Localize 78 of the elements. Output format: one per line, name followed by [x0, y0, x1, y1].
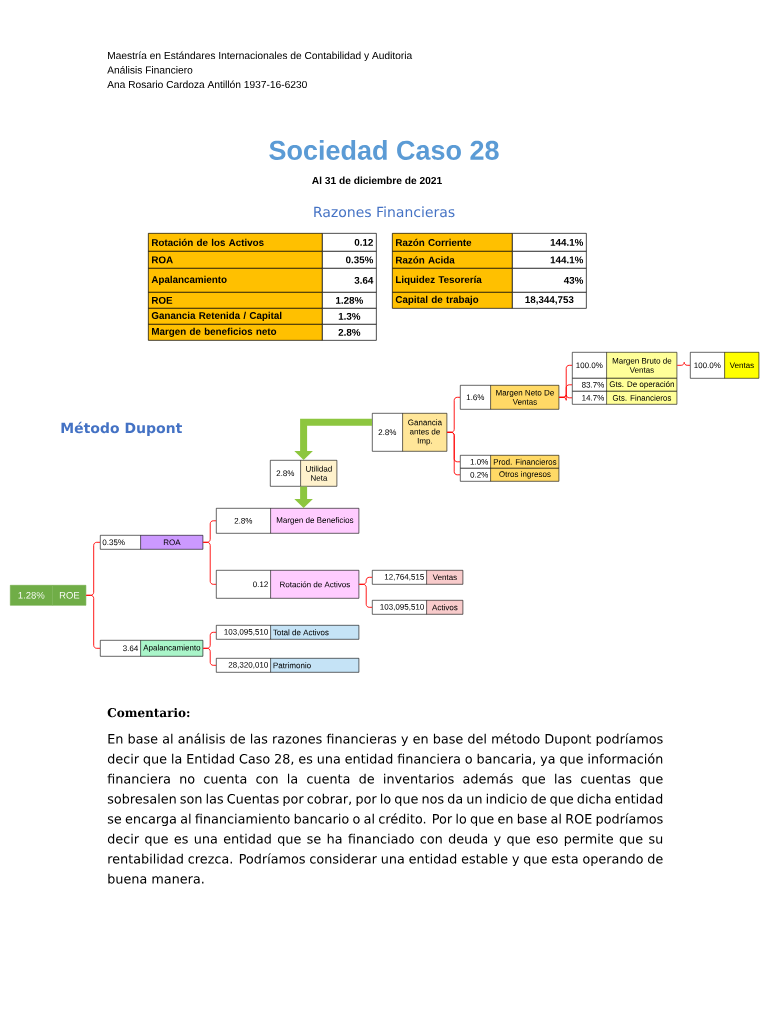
table-cell: 0.12: [322, 233, 377, 252]
node-label: 0.12: [253, 581, 268, 588]
table-cell: 18,344,753: [512, 292, 587, 309]
node-label: 3.64: [123, 645, 139, 652]
table-cell: 2.8%: [322, 324, 377, 341]
node-label: 2.8%: [378, 429, 397, 436]
node-label: Gts. Financieros: [612, 394, 672, 401]
node-label: 1.28%: [18, 591, 45, 599]
table-cell: Ganancia Retenida / Capital: [148, 308, 323, 325]
node-label: 28,320,010: [228, 662, 268, 669]
ratio-box: 2.8% Utilidad Neta: [270, 460, 338, 487]
connector-line: [202, 647, 217, 666]
node-label: 0.35%: [102, 539, 125, 546]
header-text: Análisis Financiero: [107, 66, 193, 74]
node-label: 1.0%: [470, 458, 489, 465]
table-cell: 0.35%: [322, 251, 377, 269]
node-label: 103,095,510: [380, 604, 424, 611]
connector-line: [202, 541, 217, 585]
table-cell: ROE: [148, 292, 323, 309]
node-label: Gts. De operación: [609, 381, 674, 389]
ratio-box: 1.28% ROE: [10, 585, 87, 606]
header-text: Maestría en Estándares Internacionales de Contabilidad y Auditoria: [108, 51, 413, 62]
ratio-box: 3.64 Apalancamiento: [100, 640, 204, 657]
ratio-box: 1.6% Margen Neto De Ventas: [460, 385, 560, 410]
table-cell: 3.64: [322, 268, 377, 293]
paragraph: En base al análisis de las razones financieras y en base del método Dupont podríamos decir que la Entidad Caso 28, es una entidad financiera o bancaria, ya que información financiera no cuenta con la cuenta de inventarios además que las cuentas que sobresalen son las Cuentas por cobrar, por lo que nos da un indicio de que dicha entidad se encarga al financiamiento bancario o al crédito. Por lo que en base al ROE podríamos decir que es una entidad que se ha financiado con deuda y que eso permite que su rentabilidad crezca. Podríamos considerar una entidad estable y que esta operando de buena manera.: [107, 733, 663, 884]
ratio-box: 2.8% Margen de Beneficios: [216, 508, 360, 534]
ratio-box: 1.0% Prod. Financieros: [460, 455, 560, 469]
subtitle: Al 31 de diciembre de 2021: [312, 176, 442, 185]
ratio-box: 0.12 Rotación de Activos: [216, 570, 360, 599]
node-label: ROE: [59, 591, 80, 599]
table-cell: ROA: [148, 251, 323, 269]
ratio-box: 100.0% Margen Bruto de Ventas: [572, 352, 678, 379]
node-label: 1.6%: [466, 394, 485, 401]
title: Sociedad Caso 28: [269, 140, 499, 160]
connector-line: [558, 394, 573, 401]
ratio-box: 28,320,010 Patrimonio: [216, 658, 360, 673]
table-cell: Margen de beneficios neto: [148, 324, 323, 341]
section-heading: Comentario:: [107, 707, 190, 718]
ratio-box: 0.35% ROA: [100, 535, 204, 550]
table-cell: Apalancamiento: [148, 268, 323, 293]
node-label: 12,764,515: [384, 574, 424, 581]
node-label: 83.7%: [581, 381, 605, 388]
table-cell: 1.3%: [322, 308, 377, 325]
connector-line: [358, 583, 373, 608]
ratio-box: 0.2% Otros ingresos: [460, 468, 560, 482]
ratio-box: 83.7% Gts. De operación: [572, 378, 678, 392]
table-cell: 144.1%: [512, 251, 587, 269]
table-cell: 43%: [512, 268, 587, 293]
section-heading: Razones Financieras: [314, 206, 455, 218]
node-label: 2.8%: [234, 517, 253, 524]
table-cell: Liquidez Tesorería: [392, 268, 513, 293]
table-cell: Capital de trabajo: [392, 292, 513, 309]
ratio-box: 103,095,510 Total de Activos: [216, 625, 360, 640]
ratio-box: 103,095,510 Activos: [372, 600, 464, 615]
connector-line: [676, 361, 691, 366]
node-label: 2.8%: [276, 470, 295, 477]
table-cell: 1.28%: [322, 292, 377, 309]
node-label: 0.2%: [470, 471, 489, 478]
node-label: 100.0%: [576, 362, 603, 369]
table-cell: Razón Acida: [392, 251, 513, 269]
table-cell: Razón Corriente: [392, 233, 513, 252]
section-heading: Método Dupont: [61, 421, 182, 436]
header-text: Ana Rosario Cardoza Antillón 1937-16-6230: [107, 80, 307, 89]
node-label: Prod. Financieros: [493, 458, 557, 465]
node-label: Margen Bruto de Ventas: [612, 357, 672, 373]
connector-line: [446, 431, 461, 476]
node-label: 100.0%: [694, 362, 721, 369]
table-cell: Rotación de los Activos: [148, 233, 323, 252]
ratio-box: 2.8% Ganancia antes de Imp.: [372, 413, 448, 452]
node-label: 103,095,510: [224, 629, 268, 636]
ratio-box: 100.0% Ventas: [690, 352, 760, 379]
node-label: 14.7%: [582, 395, 605, 401]
ratio-box: 14.7% Gts. Financieros: [572, 391, 678, 405]
ratio-box: 12,764,515 Ventas: [372, 570, 464, 585]
connector-line: [85, 594, 101, 649]
table-cell: 144.1%: [512, 233, 587, 252]
node-label: Otros ingresos: [499, 471, 551, 479]
